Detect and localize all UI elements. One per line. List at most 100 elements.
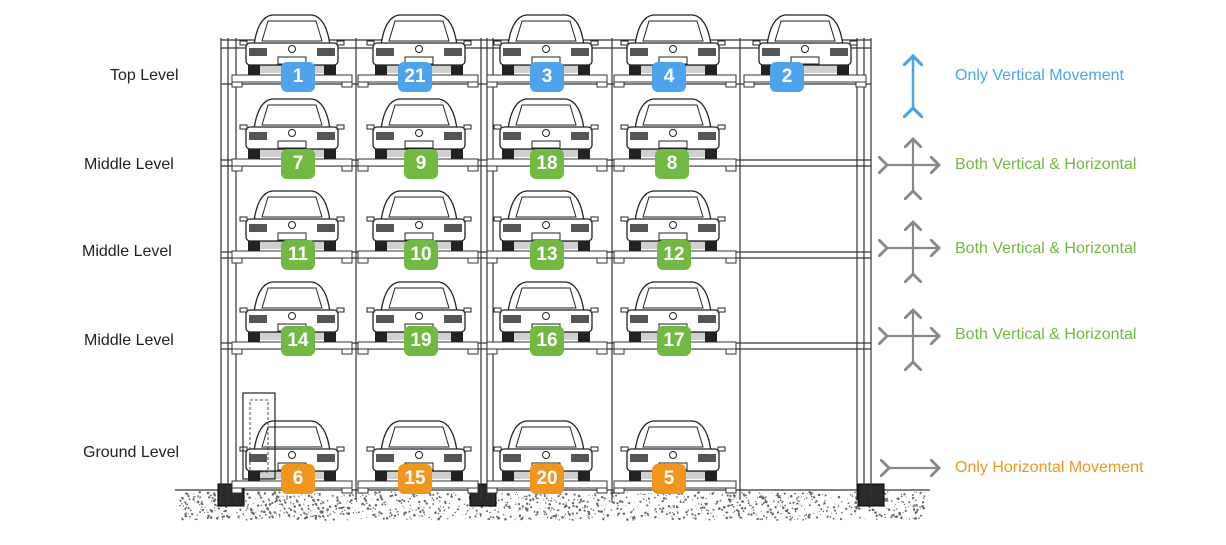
- gravel-dot: [895, 503, 897, 505]
- gravel-dot: [687, 509, 690, 511]
- gravel-dot: [787, 511, 790, 515]
- gravel-dot: [182, 505, 185, 507]
- gravel-dot: [391, 494, 394, 497]
- level-label-ground: Ground Level: [83, 444, 180, 461]
- gravel-dot: [526, 507, 529, 510]
- gravel-dot: [296, 517, 299, 521]
- gravel-dot: [192, 498, 195, 501]
- gravel-dot: [637, 493, 639, 496]
- gravel-dot: [587, 516, 590, 518]
- gravel-dot: [310, 510, 312, 512]
- gravel-dot: [521, 505, 524, 508]
- gravel-dot: [670, 507, 672, 509]
- gravel-dot: [774, 516, 777, 519]
- gravel-dot: [744, 507, 747, 510]
- gravel-dot: [565, 501, 567, 503]
- legend-ground-text: Only Horizontal Movement: [955, 459, 1144, 476]
- gravel-dot: [796, 502, 799, 505]
- gravel-dot: [452, 514, 454, 517]
- gravel-dot: [716, 502, 718, 505]
- gravel-dot: [457, 498, 461, 501]
- gravel-dot: [792, 501, 795, 504]
- gravel-dot: [572, 504, 575, 508]
- gravel-dot: [196, 518, 198, 520]
- gravel-dot: [786, 508, 789, 511]
- gravel-dot: [693, 494, 697, 497]
- gravel-dot: [543, 495, 546, 498]
- gravel-dot: [780, 512, 782, 515]
- gravel-dot: [578, 508, 582, 512]
- gravel-dot: [824, 494, 827, 497]
- pallet-foot: [357, 487, 369, 494]
- gravel-dot: [374, 493, 377, 496]
- pallet-foot: [725, 165, 737, 172]
- level-label-top: Top Level: [110, 67, 179, 84]
- pallet-foot: [613, 257, 625, 264]
- gravel-dot: [248, 505, 250, 507]
- gravel-dot: [545, 497, 548, 500]
- gravel-dot: [378, 491, 381, 494]
- gravel-dot: [795, 498, 798, 500]
- gravel-dot: [799, 500, 801, 502]
- gravel-dot: [546, 516, 549, 519]
- gravel-dot: [447, 518, 449, 520]
- gravel-dot: [303, 498, 306, 501]
- gravel-dot: [874, 511, 877, 514]
- gravel-dot: [858, 507, 861, 510]
- gravel-dot: [579, 500, 582, 503]
- gravel-dot: [783, 492, 786, 495]
- gravel-dot: [389, 509, 392, 511]
- gravel-dot: [891, 514, 894, 517]
- gravel-dot: [293, 495, 295, 497]
- gravel-dot: [465, 517, 467, 519]
- gravel-dot: [189, 509, 192, 512]
- gravel-dot: [275, 513, 278, 515]
- gravel-dot: [557, 495, 560, 498]
- gravel-dot: [249, 496, 252, 499]
- gravel-dot: [261, 517, 263, 519]
- car-drawing: [239, 281, 345, 342]
- gravel-dot: [344, 509, 346, 511]
- gravel-dot: [748, 504, 751, 507]
- gravel-dot: [758, 517, 759, 519]
- gravel-dot: [875, 518, 878, 520]
- gravel-dot: [544, 493, 546, 496]
- gravel-dot: [708, 518, 711, 521]
- gravel-dot: [476, 513, 478, 515]
- gravel-dot: [332, 511, 335, 513]
- gravel-dot: [833, 509, 837, 512]
- gravel-dot: [363, 503, 366, 506]
- gravel-dot: [544, 507, 546, 509]
- car-drawing: [366, 190, 472, 251]
- gravel-dot: [434, 511, 437, 514]
- gravel-dot: [558, 502, 561, 505]
- gravel-dot: [199, 504, 201, 506]
- gravel-dot: [707, 513, 709, 515]
- gravel-dot: [802, 518, 804, 521]
- gravel-dot: [799, 503, 801, 505]
- gravel-dot: [884, 492, 887, 495]
- gravel-dot: [906, 518, 908, 520]
- pallet-foot: [613, 348, 625, 355]
- gravel-dot: [675, 505, 679, 509]
- gravel-dot: [735, 494, 737, 497]
- gravel-dot: [699, 507, 702, 510]
- gravel-dot: [436, 492, 439, 495]
- gravel-dot: [712, 508, 715, 511]
- gravel-dot: [199, 496, 202, 498]
- gravel-dot: [290, 502, 292, 504]
- gravel-dot: [811, 498, 813, 501]
- gravel-dot: [375, 492, 378, 494]
- gravel-dot: [393, 514, 397, 518]
- pallet-foot: [467, 81, 479, 88]
- gravel-dot: [410, 495, 412, 497]
- gravel-dot: [594, 513, 596, 515]
- gravel-dot: [584, 504, 587, 508]
- car-drawing: [620, 190, 726, 251]
- gravel-dot: [348, 507, 351, 510]
- gravel-dot: [847, 498, 849, 500]
- gravel-dot: [479, 512, 482, 516]
- gravel-dot: [617, 503, 619, 505]
- gravel-dot: [684, 498, 687, 501]
- gravel-dot: [184, 513, 187, 516]
